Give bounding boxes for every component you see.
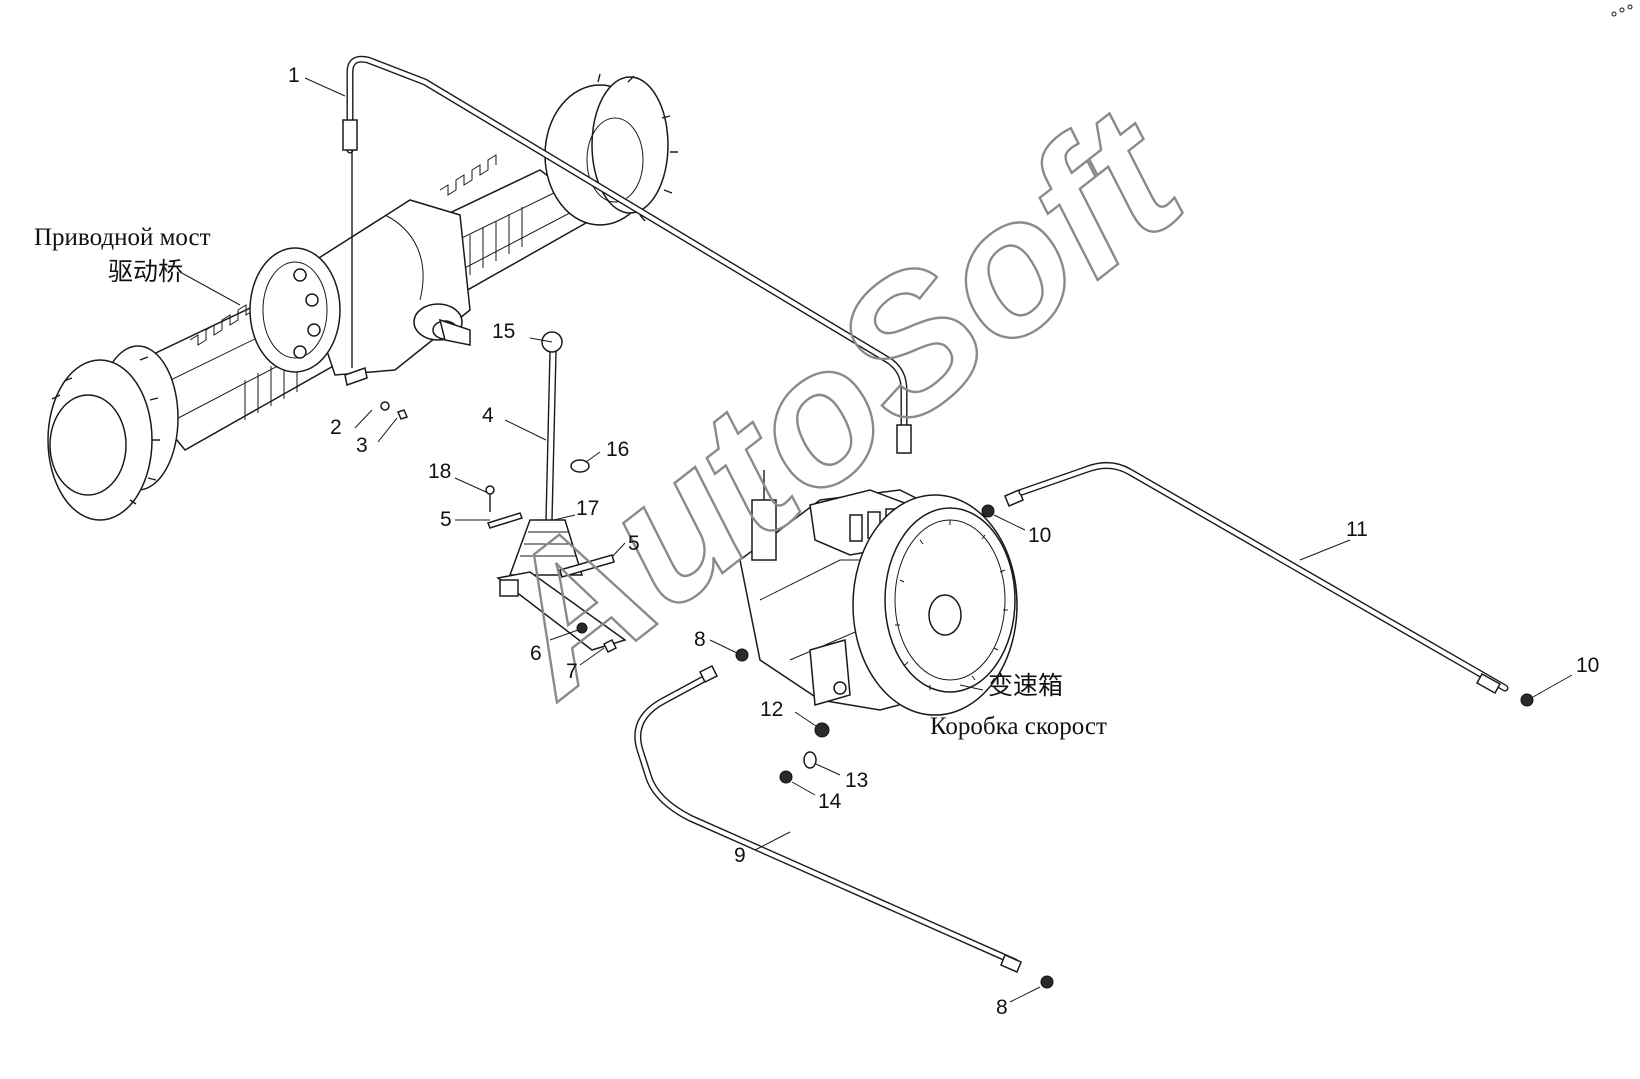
callout-5a: 5 xyxy=(440,508,452,531)
leader-lines xyxy=(179,77,1573,1003)
axle-label-cn: 驱动桥 xyxy=(108,258,183,286)
plug-12 xyxy=(814,722,830,738)
callout-13: 13 xyxy=(845,769,868,792)
o-ring-13 xyxy=(803,751,817,769)
component-captions: Приводной мост 驱动桥 变速箱 Коробка скорост xyxy=(34,224,1107,740)
callout-15: 15 xyxy=(492,320,515,343)
brake-pipe-1 xyxy=(342,55,912,454)
callout-5b: 5 xyxy=(628,532,640,555)
callout-numbers: 1 2 3 4 5 5 6 7 8 8 9 10 10 11 12 13 14 … xyxy=(288,64,1599,1019)
callout-8b: 8 xyxy=(996,996,1008,1019)
callout-18: 18 xyxy=(428,460,451,483)
corner-mark xyxy=(1611,4,1633,17)
callout-10b: 10 xyxy=(1576,654,1599,677)
hydraulic-pipe-9 xyxy=(634,648,1054,989)
drive-axle xyxy=(47,73,678,521)
callout-4: 4 xyxy=(482,404,494,427)
plug-14 xyxy=(779,770,793,784)
gearbox-label-cn: 变速箱 xyxy=(988,672,1063,700)
callout-6: 6 xyxy=(530,642,542,665)
callout-2: 2 xyxy=(330,416,342,439)
shift-lever-assembly xyxy=(485,331,627,654)
callout-7: 7 xyxy=(566,660,578,683)
left-wheel-hub xyxy=(47,345,179,521)
callout-14: 14 xyxy=(818,790,842,813)
callout-17: 17 xyxy=(576,497,599,520)
axle-label-ru: Приводной мост xyxy=(34,224,211,251)
hydraulic-pipe-11 xyxy=(1018,462,1534,707)
callout-9: 9 xyxy=(734,844,746,867)
callout-12: 12 xyxy=(760,698,783,721)
gearbox-label-ru: Коробка скорост xyxy=(930,713,1107,740)
callout-11: 11 xyxy=(1346,518,1368,541)
callout-8a: 8 xyxy=(694,628,706,651)
callout-1: 1 xyxy=(288,64,300,87)
callout-16: 16 xyxy=(606,438,629,461)
right-wheel-hub xyxy=(544,73,678,226)
callout-3: 3 xyxy=(356,434,368,457)
callout-10a: 10 xyxy=(1028,524,1051,547)
axle-fins-right xyxy=(439,154,523,275)
gearbox xyxy=(739,470,1024,716)
